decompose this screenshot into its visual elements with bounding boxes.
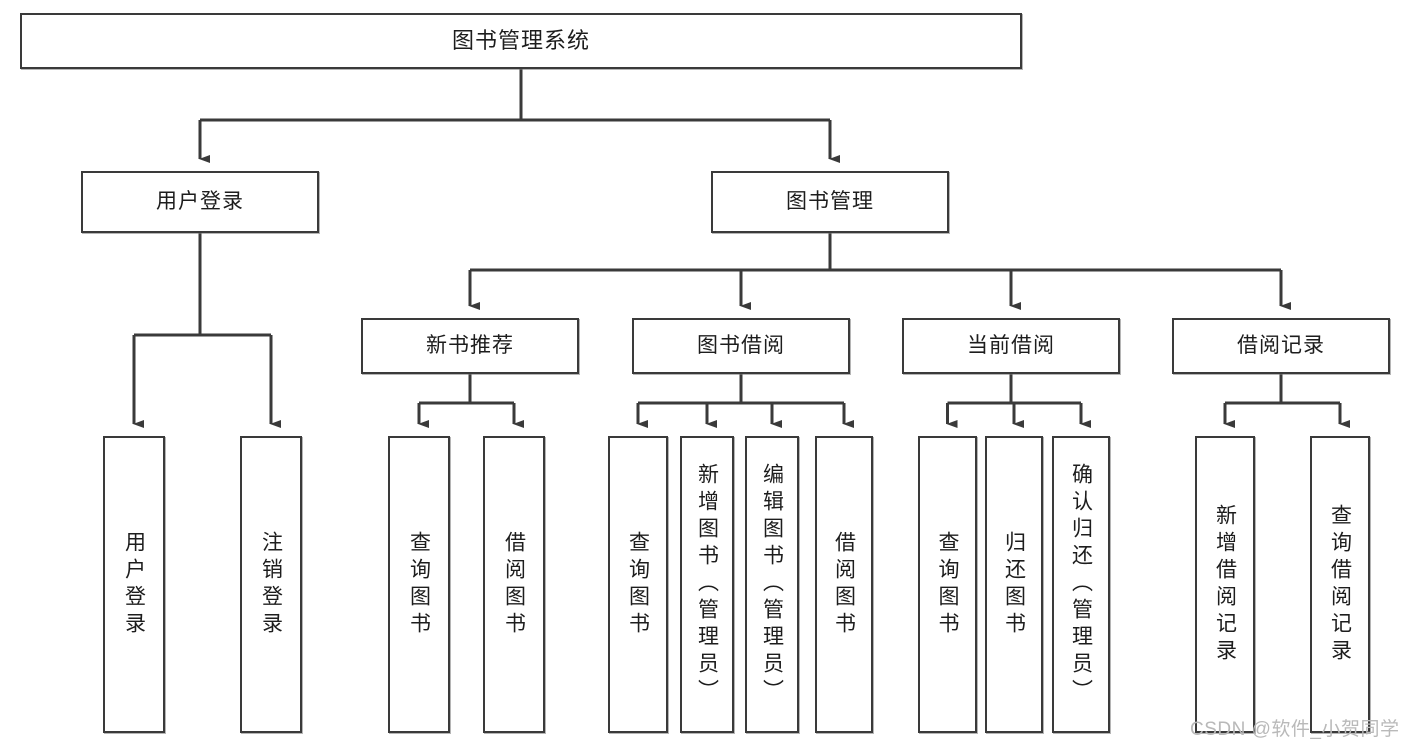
node-book-borrow[interactable]: 图书借阅 (632, 318, 850, 374)
leaf-query-borrow-record[interactable]: 查询借阅记录 (1310, 436, 1370, 733)
leaf-query-book-borrow[interactable]: 查询图书 (608, 436, 668, 733)
node-user-login[interactable]: 用户登录 (81, 171, 319, 233)
leaf-add-book-admin[interactable]: 新增图书（管理员） (680, 436, 734, 733)
leaf-borrow-book[interactable]: 借阅图书 (815, 436, 873, 733)
leaf-query-book-recommend[interactable]: 查询图书 (388, 436, 450, 733)
leaf-query-book-current[interactable]: 查询图书 (918, 436, 977, 733)
node-book-management[interactable]: 图书管理 (711, 171, 949, 233)
leaf-borrow-book-recommend[interactable]: 借阅图书 (483, 436, 545, 733)
leaf-edit-book-admin[interactable]: 编辑图书（管理员） (745, 436, 799, 733)
node-root-system[interactable]: 图书管理系统 (20, 13, 1022, 69)
node-current-borrow[interactable]: 当前借阅 (902, 318, 1120, 374)
leaf-user-login[interactable]: 用户登录 (103, 436, 165, 733)
csdn-watermark: CSDN @软件_小贺同学 (1190, 719, 1400, 740)
leaf-logout-login[interactable]: 注销登录 (240, 436, 302, 733)
leaf-add-borrow-record[interactable]: 新增借阅记录 (1195, 436, 1255, 733)
leaf-return-book[interactable]: 归还图书 (985, 436, 1043, 733)
node-new-book-recommend[interactable]: 新书推荐 (361, 318, 579, 374)
leaf-confirm-return-admin[interactable]: 确认归还（管理员） (1052, 436, 1110, 733)
node-borrow-record[interactable]: 借阅记录 (1172, 318, 1390, 374)
